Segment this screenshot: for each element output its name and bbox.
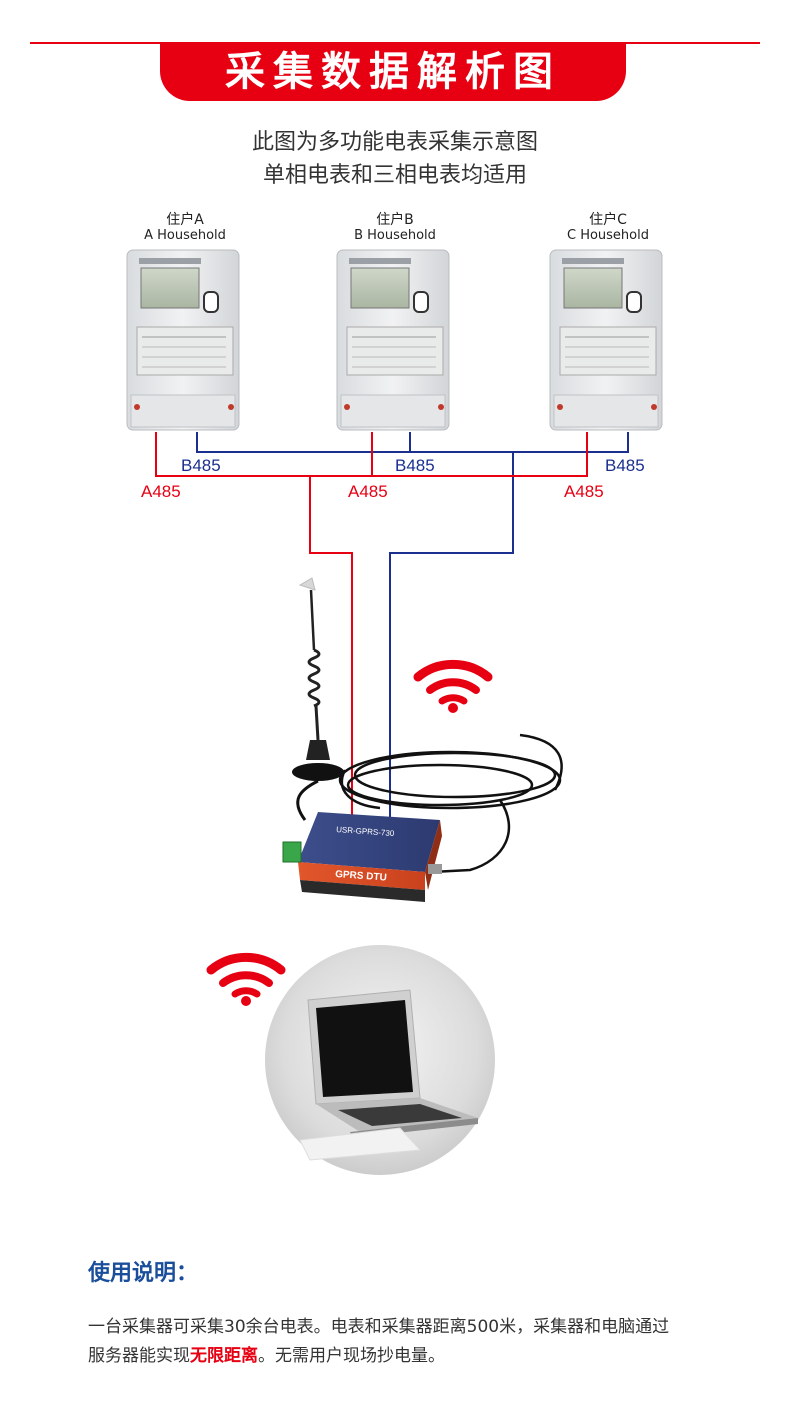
meter-c bbox=[549, 249, 663, 431]
a485-bus bbox=[155, 432, 588, 830]
instructions-line-2-prefix: 服务器能实现 bbox=[88, 1346, 190, 1366]
instructions-title: 使用说明： bbox=[88, 1261, 199, 1286]
dtu-name-label: GPRS DTU bbox=[335, 869, 387, 884]
cable-coil bbox=[338, 733, 563, 874]
instructions-highlight: 无限距离 bbox=[190, 1346, 258, 1366]
dtu-model-label: USR-GPRS-730 bbox=[336, 825, 395, 838]
b485-bus bbox=[196, 432, 629, 830]
bus-label-a485-c: A485 bbox=[564, 482, 604, 501]
meter-label-c: 住户C C Household bbox=[543, 212, 673, 244]
bus-label-b485-c: B485 bbox=[605, 456, 645, 475]
bus-label-b485-b: B485 bbox=[395, 456, 435, 475]
meter-b bbox=[336, 249, 450, 431]
laptop-image bbox=[265, 945, 495, 1175]
gprs-dtu-device: USR-GPRS-730 GPRS DTU bbox=[282, 812, 442, 902]
page-title: 采集数据解析图 bbox=[160, 43, 626, 101]
meter-c-label-zh: 住户C bbox=[589, 212, 627, 228]
meter-b-label-en: B Household bbox=[354, 228, 436, 243]
meter-a bbox=[126, 249, 240, 431]
instructions-line-1: 一台采集器可采集30余台电表。电表和采集器距离500米，采集器和电脑通过 bbox=[88, 1317, 670, 1337]
instructions-text: 一台采集器可采集30余台电表。电表和采集器距离500米，采集器和电脑通过 服务器… bbox=[88, 1313, 728, 1371]
wifi-icon bbox=[206, 953, 286, 1006]
meter-a-label-en: A Household bbox=[144, 228, 226, 243]
meter-c-label-en: C Household bbox=[566, 228, 649, 243]
bus-label-a485-b: A485 bbox=[348, 482, 388, 501]
meter-b-label-zh: 住户B bbox=[376, 212, 414, 228]
meter-label-a: 住户A A Household bbox=[120, 212, 250, 244]
meter-a-label-zh: 住户A bbox=[166, 212, 204, 228]
instructions-line-2-suffix: 。无需用户现场抄电量。 bbox=[258, 1346, 445, 1366]
antenna bbox=[292, 577, 344, 821]
bus-label-a485-a: A485 bbox=[141, 482, 181, 501]
meter-label-b: 住户B B Household bbox=[330, 212, 460, 244]
bus-label-b485-a: B485 bbox=[181, 456, 221, 475]
intro-line-1: 此图为多功能电表采集示意图 bbox=[251, 130, 538, 155]
instructions-line-2: 服务器能实现无限距离。无需用户现场抄电量。 bbox=[88, 1342, 728, 1371]
intro-line-2: 单相电表和三相电表均适用 bbox=[262, 163, 527, 188]
wifi-icon bbox=[413, 660, 493, 713]
